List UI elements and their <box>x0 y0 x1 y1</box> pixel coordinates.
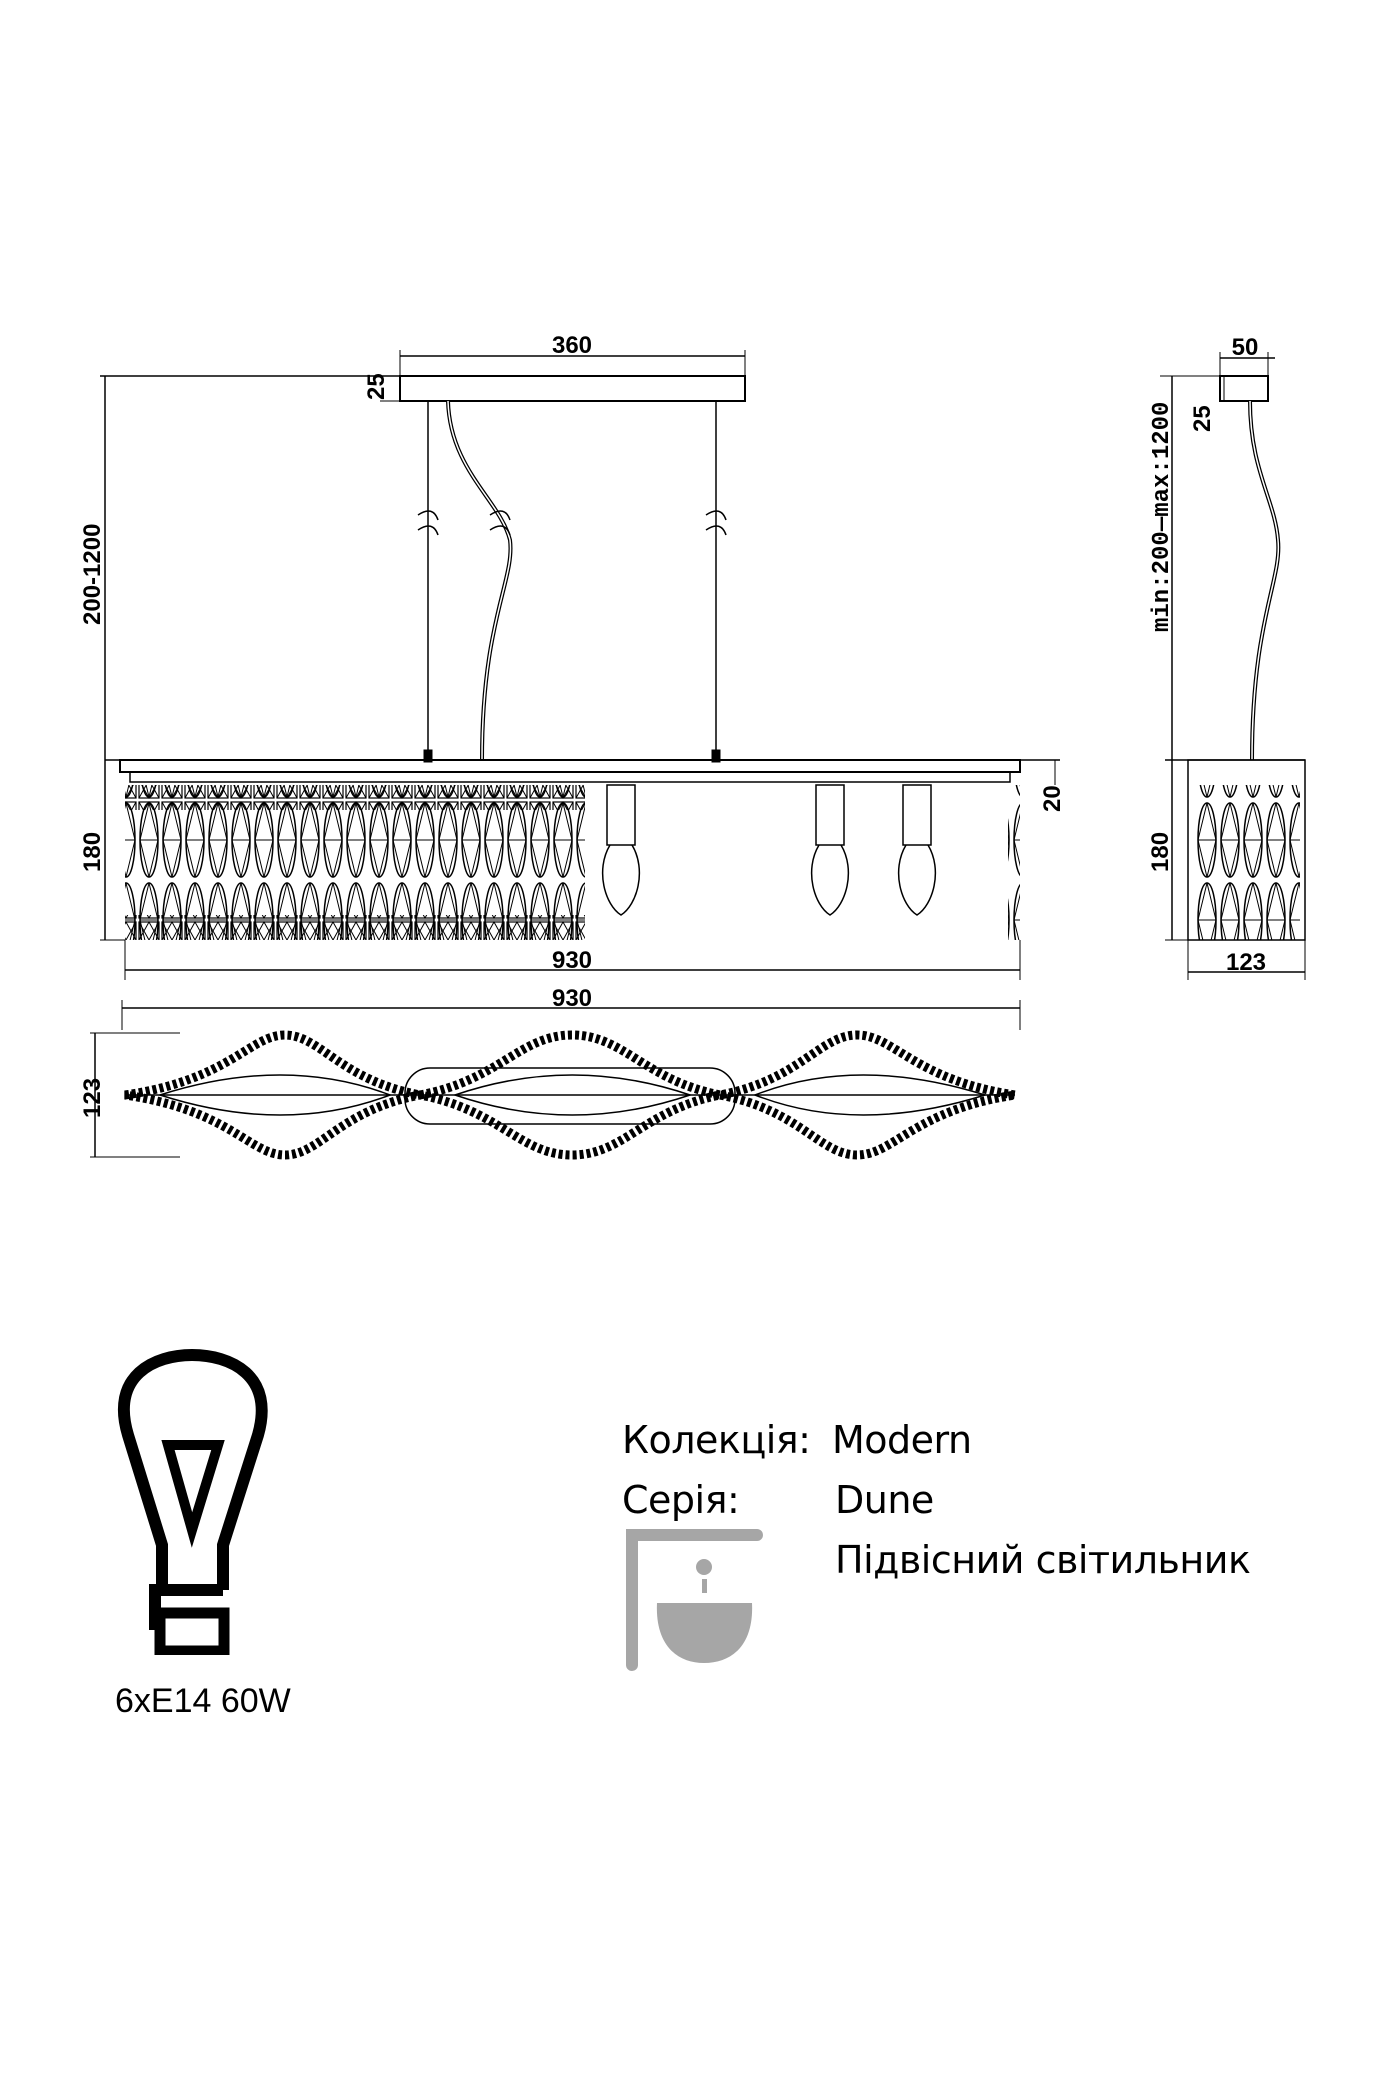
lamp-spec: 6xE14 60W <box>115 1682 291 1720</box>
light-bulb-icon <box>117 1348 268 1655</box>
collection-label: Колекція: <box>622 1418 811 1462</box>
dim-bar-height: 20 <box>1039 785 1066 812</box>
front-view: 360 25 200-1200 20 180 9 <box>79 332 1066 980</box>
dim-side-body-width: 123 <box>1226 949 1266 976</box>
pendant-lamp-icon <box>626 1529 763 1671</box>
bulb-sockets <box>601 784 937 916</box>
series-value: Dune <box>835 1478 934 1522</box>
side-view: 50 25 min:200—max:1200 180 123 <box>1147 334 1306 980</box>
technical-drawing: 360 25 200-1200 20 180 9 <box>79 332 1306 1160</box>
dim-plate-height: 25 <box>363 373 390 400</box>
dim-side-plate-height: 25 <box>1189 405 1216 432</box>
top-view: 930 123 <box>79 985 1021 1160</box>
type-value: Підвісний світильник <box>835 1538 1251 1582</box>
dim-side-suspension: min:200—max:1200 <box>1149 402 1176 632</box>
dim-suspension: 200-1200 <box>79 524 106 625</box>
dim-plate-width: 360 <box>552 332 592 359</box>
dim-side-plate-width: 50 <box>1232 334 1259 361</box>
dim-top-length: 930 <box>552 985 592 1012</box>
dim-body-height: 180 <box>79 832 106 872</box>
dim-side-body-height: 180 <box>1147 832 1174 872</box>
series-label: Серія: <box>622 1478 740 1522</box>
dim-top-width: 123 <box>79 1078 106 1118</box>
dim-body-length: 930 <box>552 947 592 974</box>
collection-value: Modern <box>832 1418 972 1462</box>
